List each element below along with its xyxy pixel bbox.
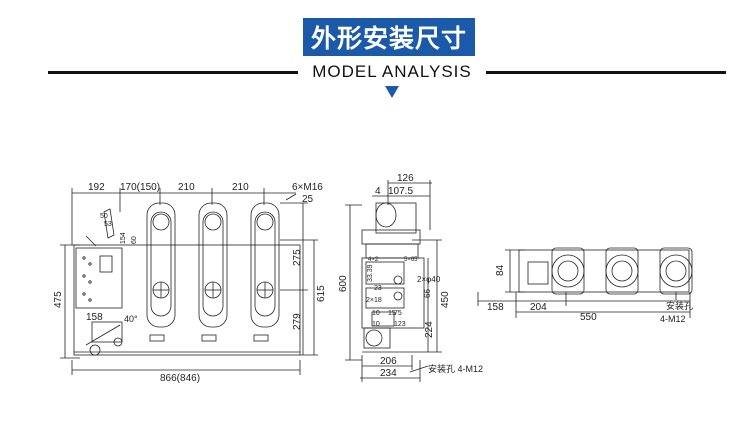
- dim-210-b: 210: [232, 182, 249, 193]
- dim-50: 50: [100, 213, 108, 220]
- divider-right: [486, 71, 726, 74]
- dim-123: 123: [394, 321, 406, 328]
- side-view-labels: 126 107.5 4 600 4×2 5×65 33.39 23 2×18 1…: [338, 173, 483, 379]
- dim-154: 154: [120, 232, 127, 244]
- dim-170: 170(150): [120, 182, 160, 193]
- dim-5x65: 5×65: [404, 257, 418, 263]
- dim-210-a: 210: [178, 182, 195, 193]
- front-view: [60, 188, 318, 375]
- dim-60: 60: [131, 236, 138, 244]
- dim-53: 53: [104, 221, 112, 228]
- dim-66: 66: [423, 289, 432, 298]
- bolt-depth: 25: [302, 194, 314, 205]
- dim-75: 75: [394, 310, 402, 317]
- dim-158: 158: [86, 312, 103, 323]
- top-view-labels: 84 158 204 550 安装孔 4-M12: [487, 264, 693, 324]
- dim-615: 615: [316, 285, 327, 302]
- top-hole-label: 安装孔: [666, 300, 693, 311]
- front-view-labels: 192 170(150) 210 210 6×M16 25 475 275 27…: [53, 182, 327, 384]
- dim-4x2: 4×2: [368, 257, 379, 263]
- side-view: [345, 180, 442, 382]
- dim-224: 224: [424, 321, 435, 338]
- dim-107-5: 107.5: [388, 186, 413, 197]
- dim-33-39: 33.39: [367, 264, 374, 282]
- dim-234: 234: [380, 368, 397, 379]
- side-hole-label: 安装孔 4-M12: [428, 363, 483, 374]
- angle-40: 40°: [124, 314, 138, 324]
- dim-10-b: 10: [372, 321, 380, 328]
- dim-275: 275: [292, 249, 303, 266]
- dim-279: 279: [292, 313, 303, 330]
- dim-206: 206: [380, 356, 397, 367]
- section-title-banner: 外形安装尺寸: [303, 18, 475, 56]
- top-hole-spec: 4-M12: [660, 314, 686, 324]
- top-view: [477, 247, 693, 318]
- dim-23: 23: [374, 285, 382, 292]
- dim-4: 4: [375, 186, 381, 197]
- dim-2x18: 2×18: [366, 297, 382, 304]
- dim-126: 126: [397, 173, 414, 184]
- dim-84: 84: [495, 264, 506, 276]
- dim-475: 475: [53, 291, 64, 308]
- dim-15: 15: [388, 310, 396, 317]
- dim-10-a: 10: [372, 310, 380, 317]
- dim-550: 550: [580, 312, 597, 323]
- dim-192: 192: [88, 182, 105, 193]
- down-triangle-icon: [385, 86, 399, 98]
- dim-600: 600: [338, 275, 349, 292]
- divider-left: [48, 71, 298, 74]
- dim-450: 450: [440, 291, 451, 308]
- subtitle: MODEL ANALYSIS: [312, 62, 472, 81]
- dim-158-top: 158: [487, 302, 504, 313]
- section-title: 外形安装尺寸: [310, 24, 467, 53]
- dim-2xphi40: 2×φ40: [417, 275, 441, 284]
- dim-866: 866(846): [160, 373, 200, 384]
- bolt-label: 6×M16: [292, 182, 323, 193]
- dim-204: 204: [530, 302, 547, 313]
